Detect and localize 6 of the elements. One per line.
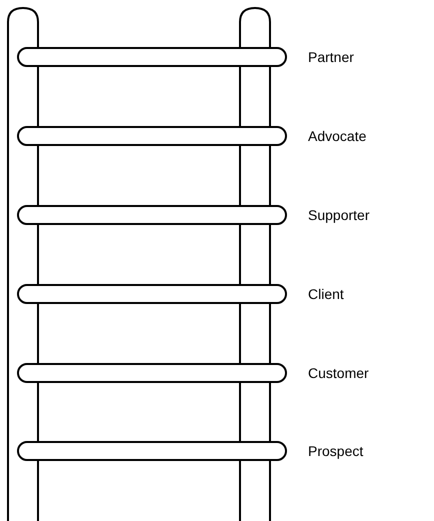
- rung-label: Advocate: [308, 128, 366, 144]
- rung-label: Partner: [308, 49, 354, 65]
- rung-label: Supporter: [308, 207, 370, 223]
- rung-label: Customer: [308, 365, 369, 381]
- rung-label: Client: [308, 286, 344, 302]
- rung-label: Prospect: [308, 443, 364, 459]
